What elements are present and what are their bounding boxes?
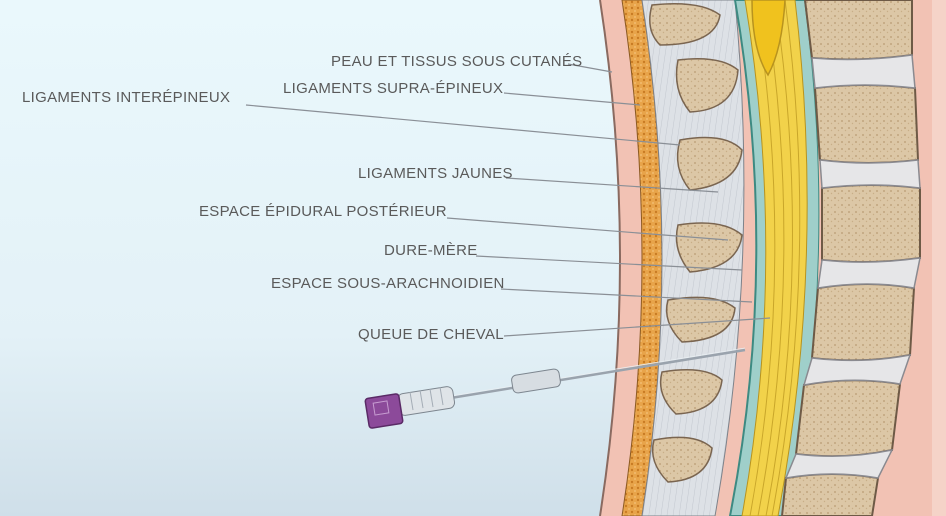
leader-cauda (503, 317, 771, 337)
spinous-processes (649, 3, 743, 483)
leader-dura (475, 255, 743, 271)
needle-hub-cap (364, 393, 404, 429)
intervertebral-discs (784, 54, 921, 479)
label-skin: PEAU ET TISSUS SOUS CUTANÉS (331, 53, 583, 70)
label-posterior-epidural-space: ESPACE ÉPIDURAL POSTÉRIEUR (199, 203, 447, 220)
label-interspinous-ligaments: LIGAMENTS INTERÉPINEUX (22, 89, 231, 106)
leader-flavum (505, 177, 719, 193)
label-supraspinous-ligaments: LIGAMENTS SUPRA-ÉPINEUX (283, 80, 504, 97)
leader-supraspinous (503, 92, 641, 106)
label-dura-mater: DURE-MÈRE (384, 242, 478, 259)
nerve-roots (749, 0, 801, 516)
spinal-needle (364, 347, 746, 429)
leader-lines (245, 63, 771, 337)
right-edge-strip (932, 0, 946, 516)
spinal-cord-tip (751, 0, 786, 77)
leader-subarachnoid (500, 288, 753, 303)
leader-epidural (446, 217, 729, 241)
leader-interspinous (245, 104, 681, 146)
label-subarachnoid-space: ESPACE SOUS-ARACHNOIDIEN (271, 275, 505, 292)
label-cauda-equina: QUEUE DE CHEVAL (358, 326, 504, 343)
label-ligamentum-flavum: LIGAMENTS JAUNES (358, 165, 513, 182)
leader-skin (567, 63, 613, 73)
needle-stylet-hub (511, 368, 561, 394)
